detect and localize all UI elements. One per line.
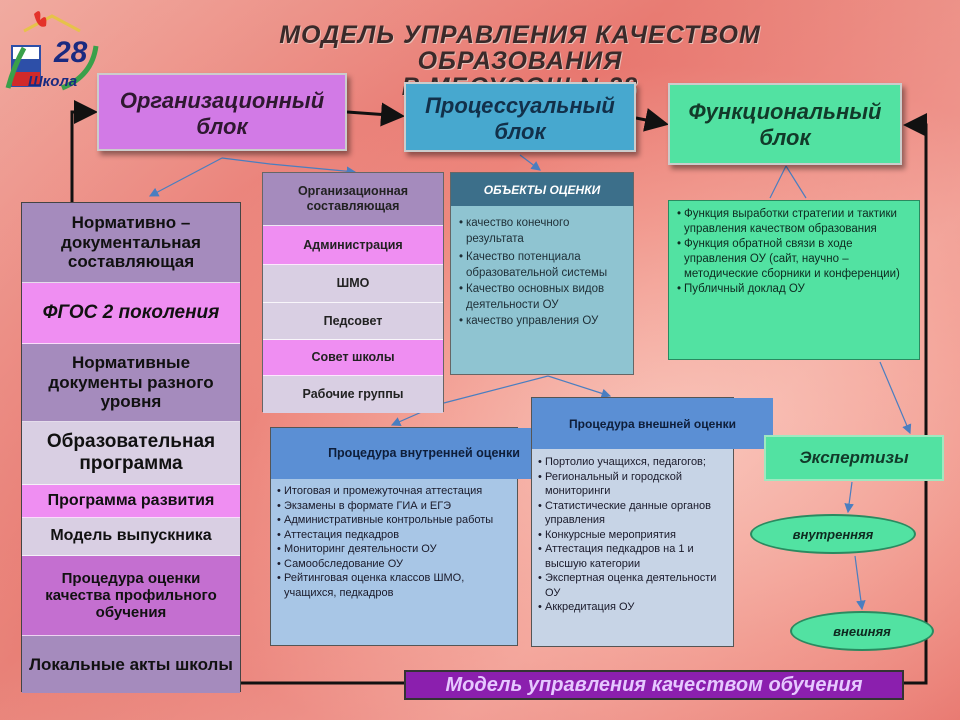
left-row-4: Программа развития bbox=[22, 485, 240, 518]
left-row-5: Модель выпускника bbox=[22, 518, 240, 556]
inner-expertise-oval: внутренняя bbox=[750, 514, 916, 554]
loop-line bbox=[70, 100, 98, 202]
arrow-process-to-functional bbox=[635, 108, 669, 132]
inner-procedure-header: Процедура внутренней оценки bbox=[271, 428, 577, 479]
list-item: Административные контрольные работы bbox=[277, 513, 513, 528]
list-item: Публичный доклад ОУ bbox=[677, 282, 913, 297]
list-item: Экспертная оценка деятельности ОУ bbox=[538, 571, 732, 600]
org-table-header: Организационная составляющая bbox=[263, 173, 443, 226]
logo-word: Школа bbox=[28, 73, 77, 90]
organizational-block: Организационный блок bbox=[97, 73, 347, 151]
list-item: Итоговая и промежуточная аттестация bbox=[277, 484, 513, 499]
org-component-table: Организационная составляющая Администрац… bbox=[262, 172, 444, 413]
arrow-objects-to-outer bbox=[547, 375, 612, 398]
list-item: Аккредитация ОУ bbox=[538, 600, 732, 615]
list-item: Портолио учащихся, педагогов; bbox=[538, 455, 732, 470]
arrow-org-to-table bbox=[221, 157, 357, 176]
arrow-org-to-left bbox=[148, 157, 223, 197]
list-item: Рейтинговая оценка классов ШМО, учащихся… bbox=[277, 571, 513, 600]
list-item: Функция обратной связи в ходе управления… bbox=[677, 237, 913, 282]
org-table-row-2: Педсовет bbox=[263, 303, 443, 340]
process-block: Процессуальный блок bbox=[404, 82, 636, 152]
list-item: Качество потенциала образовательной сист… bbox=[459, 249, 629, 281]
list-item: Аттестация педкадров на 1 и высшую катег… bbox=[538, 542, 732, 571]
outer-expertise-oval: внешняя bbox=[790, 611, 934, 651]
expertise-box: Экспертизы bbox=[764, 435, 944, 481]
left-row-3: Образовательная программа bbox=[22, 422, 240, 485]
outer-assessment-procedure: Процедура внешней оценки Портолио учащих… bbox=[531, 397, 773, 647]
list-item: Региональный и городской мониторинги bbox=[538, 470, 732, 499]
inner-procedure-list: Итоговая и промежуточная аттестация Экза… bbox=[277, 484, 513, 600]
normative-column: Нормативно – документальная составляющая… bbox=[21, 202, 241, 693]
list-item: качество управления ОУ bbox=[459, 313, 629, 329]
list-item: Самообследование ОУ bbox=[277, 557, 513, 572]
outer-procedure-list: Портолио учащихся, педагогов; Региональн… bbox=[538, 455, 732, 615]
line-functional-to-list bbox=[769, 165, 807, 199]
org-table-row-1: ШМО bbox=[263, 265, 443, 303]
arrow-org-to-process bbox=[346, 102, 405, 127]
left-row-2: Нормативные документы разного уровня bbox=[22, 344, 240, 422]
list-item: Функция выработки стратегии и тактики уп… bbox=[677, 207, 913, 237]
objects-header: ОБЪЕКТЫ ОЦЕНКИ bbox=[451, 173, 633, 206]
title-line-1: МОДЕЛЬ УПРАВЛЕНИЯ КАЧЕСТВОМ ОБРАЗОВАНИЯ bbox=[279, 21, 761, 75]
list-item: Экзамены в формате ГИА и ЕГЭ bbox=[277, 499, 513, 514]
left-row-0: Нормативно – документальная составляющая bbox=[22, 203, 240, 283]
assessment-objects: ОБЪЕКТЫ ОЦЕНКИ качество конечного резуль… bbox=[450, 172, 634, 375]
logo-number: 28 bbox=[53, 36, 88, 69]
arrow-process-to-objects bbox=[519, 154, 541, 171]
org-table-row-4: Рабочие группы bbox=[263, 376, 443, 413]
outer-procedure-header: Процедура внешней оценки bbox=[532, 398, 773, 449]
objects-list: качество конечного результата Качество п… bbox=[459, 215, 629, 329]
functional-list: Функция выработки стратегии и тактики уп… bbox=[668, 200, 920, 360]
left-row-1: ФГОС 2 поколения bbox=[22, 283, 240, 344]
list-item: качество конечного результата bbox=[459, 215, 629, 247]
list-item: Конкурсные мероприятия bbox=[538, 528, 732, 543]
left-row-7: Локальные акты школы bbox=[22, 636, 240, 693]
list-item: Мониторинг деятельности ОУ bbox=[277, 542, 513, 557]
inner-assessment-procedure: Процедура внутренней оценки Итоговая и п… bbox=[270, 427, 577, 646]
arrow-expertise-to-inner bbox=[844, 481, 854, 514]
arrow-functional-to-expertise bbox=[879, 361, 912, 435]
loop-line-right bbox=[903, 113, 928, 685]
left-row-6: Процедура оценки качества профильного об… bbox=[22, 556, 240, 636]
functional-block: Функциональный блок bbox=[668, 83, 902, 165]
list-item: Качество основных видов деятельности ОУ bbox=[459, 281, 629, 313]
org-table-row-3: Совет школы bbox=[263, 340, 443, 376]
list-item: Аттестация педкадров bbox=[277, 528, 513, 543]
arrow-inner-to-outer bbox=[854, 555, 866, 611]
list-item: Статистические данные органов управления bbox=[538, 499, 732, 528]
org-table-row-0: Администрация bbox=[263, 226, 443, 265]
bottom-banner: Модель управления качеством обучения bbox=[404, 670, 904, 700]
school-logo: 28 Школа bbox=[4, 6, 100, 102]
